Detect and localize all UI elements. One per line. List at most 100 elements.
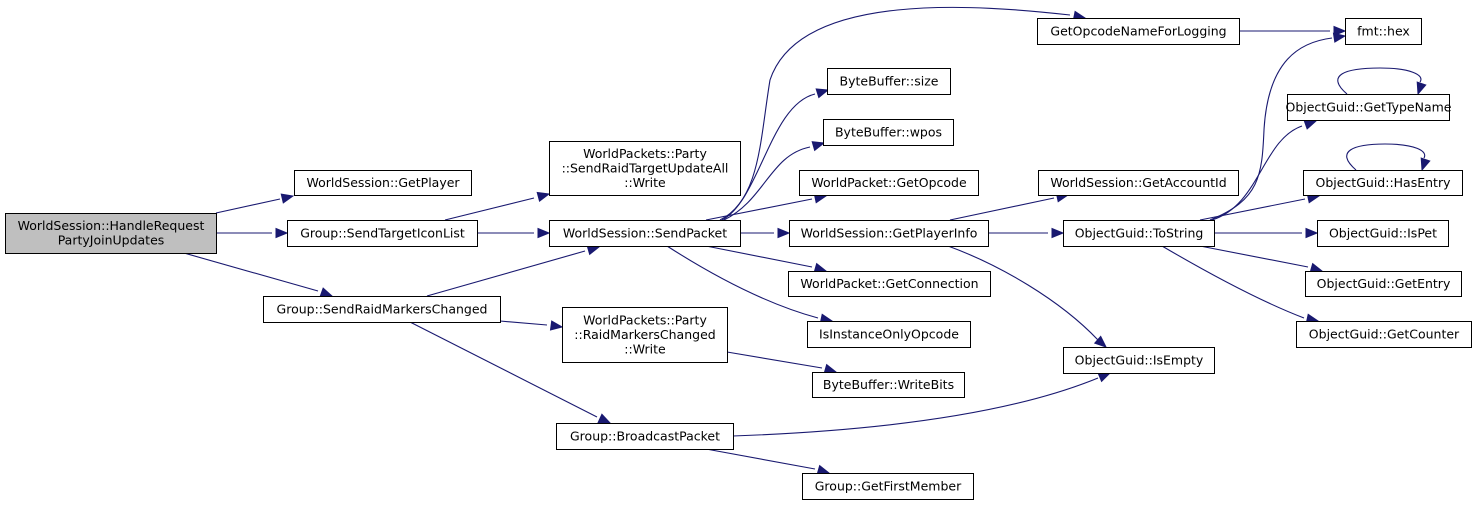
edge-line: [1337, 67, 1422, 95]
node-box[interactable]: [1345, 18, 1422, 45]
node-tostring[interactable]: ObjectGuid::ToString: [1063, 220, 1215, 247]
node-box[interactable]: [1038, 170, 1239, 196]
node-sendpacket[interactable]: WorldSession::SendPacket: [549, 220, 741, 247]
arrowhead-icon: [1305, 227, 1319, 239]
node-isempty[interactable]: ObjectGuid::IsEmpty: [1063, 347, 1215, 374]
node-getcounter[interactable]: ObjectGuid::GetCounter: [1296, 321, 1472, 348]
node-box[interactable]: [1317, 220, 1449, 247]
node-box[interactable]: [1063, 220, 1215, 247]
node-raidmarkerschanged_write[interactable]: WorldPackets::Party::RaidMarkersChanged:…: [562, 307, 728, 363]
node-worldpacket_getconnection[interactable]: WorldPacket::GetConnection: [788, 271, 991, 297]
node-ispet[interactable]: ObjectGuid::IsPet: [1317, 220, 1449, 247]
node-box[interactable]: [562, 307, 728, 363]
node-bytebuffer_size[interactable]: ByteBuffer::size: [827, 68, 951, 95]
edge-line: [723, 146, 811, 221]
arrowhead-icon: [536, 191, 551, 203]
node-box[interactable]: [294, 170, 472, 196]
edge-sendpacket-to-getplayerinfo: [740, 227, 791, 239]
node-box[interactable]: [549, 141, 741, 196]
edge-line: [705, 198, 813, 221]
node-box[interactable]: [1296, 321, 1472, 348]
arrowhead-icon: [1093, 335, 1107, 348]
node-isinstanceonlyopcode[interactable]: IsInstanceOnlyOpcode: [807, 321, 971, 348]
edge-line: [721, 93, 816, 221]
node-box[interactable]: [263, 296, 501, 323]
edge-line: [499, 320, 548, 326]
edge-line: [666, 245, 819, 319]
edge-line: [732, 377, 1099, 437]
edge-getplayerinfo-to-isempty: [947, 245, 1107, 348]
node-label: WorldPackets::Party: [583, 146, 707, 161]
edge-line: [726, 351, 823, 369]
edge-root-to-getplayer: [215, 193, 295, 214]
node-group_getfirstmember[interactable]: Group::GetFirstMember: [802, 473, 974, 500]
node-sendtargeticonlist[interactable]: Group::SendTargetIconList: [287, 220, 478, 247]
node-label: PartyJoinUpdates: [58, 233, 165, 248]
node-bytebuffer_writebits[interactable]: ByteBuffer::WriteBits: [812, 372, 965, 398]
arrowhead-icon: [597, 413, 612, 424]
node-box[interactable]: [823, 119, 954, 146]
edge-tostring-to-ispet: [1214, 227, 1319, 239]
edge-line: [426, 250, 586, 297]
nodes-layer: WorldSession::HandleRequestPartyJoinUpda…: [5, 18, 1472, 500]
edge-sendtargeticonlist-to-sendraidtargetupdateall_write: [444, 191, 551, 221]
edge-hasentry-to-hasentry: [1346, 143, 1431, 172]
node-box[interactable]: [287, 220, 478, 247]
node-box[interactable]: [1303, 170, 1463, 196]
node-box[interactable]: [549, 220, 741, 247]
node-hasentry[interactable]: ObjectGuid::HasEntry: [1303, 170, 1463, 196]
node-label: ByteBuffer::size: [840, 73, 939, 88]
root-node-box[interactable]: [5, 213, 217, 254]
node-box[interactable]: [807, 321, 971, 348]
node-gettypename[interactable]: ObjectGuid::GetTypeName: [1285, 94, 1452, 121]
edge-getopcodenameforlogging-to-fmt_hex: [1239, 25, 1347, 37]
edge-line: [444, 197, 535, 221]
edge-sendraidmarkerschanged-to-sendpacket: [426, 245, 601, 297]
node-getaccountid[interactable]: WorldSession::GetAccountId: [1038, 170, 1239, 196]
edge-line: [1209, 37, 1333, 221]
node-fmt_hex[interactable]: fmt::hex: [1345, 18, 1422, 45]
node-bytebuffer_wpos[interactable]: ByteBuffer::wpos: [823, 119, 954, 146]
node-getplayer[interactable]: WorldSession::GetPlayer: [294, 170, 472, 196]
arrowhead-icon: [811, 141, 826, 152]
node-worldpacket_getopcode[interactable]: WorldPacket::GetOpcode: [799, 170, 979, 196]
node-getopcodenameforlogging[interactable]: GetOpcodeNameForLogging: [1037, 18, 1240, 45]
node-label: WorldSession::GetPlayerInfo: [801, 225, 978, 240]
edge-line: [705, 448, 816, 470]
node-label: ObjectGuid::GetCounter: [1309, 326, 1460, 341]
node-box[interactable]: [1037, 18, 1240, 45]
node-box[interactable]: [1305, 271, 1462, 297]
node-box[interactable]: [1287, 94, 1450, 121]
edge-line: [947, 245, 1099, 341]
node-label: IsInstanceOnlyOpcode: [819, 326, 959, 341]
node-box[interactable]: [789, 220, 989, 247]
node-box[interactable]: [812, 372, 965, 398]
arrowhead-icon: [275, 227, 289, 239]
edge-line: [409, 321, 598, 418]
arrowhead-icon: [1416, 81, 1427, 96]
edge-line: [949, 197, 1055, 221]
node-sendraidtargetupdateall_write[interactable]: WorldPackets::Party::SendRaidTargetUpdat…: [549, 141, 741, 196]
node-label: ByteBuffer::WriteBits: [823, 377, 954, 392]
arrowhead-icon: [1051, 227, 1065, 239]
node-getplayerinfo[interactable]: WorldSession::GetPlayerInfo: [789, 220, 989, 247]
edge-sendpacket-to-worldpacket_getopcode: [705, 193, 828, 221]
node-box[interactable]: [556, 423, 734, 450]
arrowhead-icon: [1097, 372, 1112, 383]
edge-sendtargeticonlist-to-sendpacket: [477, 227, 551, 239]
node-label: Group::SendTargetIconList: [300, 225, 465, 240]
node-box[interactable]: [802, 473, 974, 500]
node-box[interactable]: [799, 170, 979, 196]
node-box[interactable]: [827, 68, 951, 95]
node-label: GetOpcodeNameForLogging: [1050, 23, 1226, 38]
node-box[interactable]: [788, 271, 991, 297]
arrowhead-icon: [777, 227, 791, 239]
node-label: Group::BroadcastPacket: [570, 428, 720, 443]
node-root[interactable]: WorldSession::HandleRequestPartyJoinUpda…: [5, 213, 217, 254]
node-sendraidmarkerschanged[interactable]: Group::SendRaidMarkersChanged: [263, 296, 501, 323]
node-broadcastpacket[interactable]: Group::BroadcastPacket: [556, 423, 734, 450]
node-getentry[interactable]: ObjectGuid::GetEntry: [1305, 271, 1462, 297]
node-box[interactable]: [1063, 347, 1215, 374]
node-label: ObjectGuid::GetTypeName: [1285, 99, 1451, 114]
edge-line: [1161, 245, 1305, 319]
